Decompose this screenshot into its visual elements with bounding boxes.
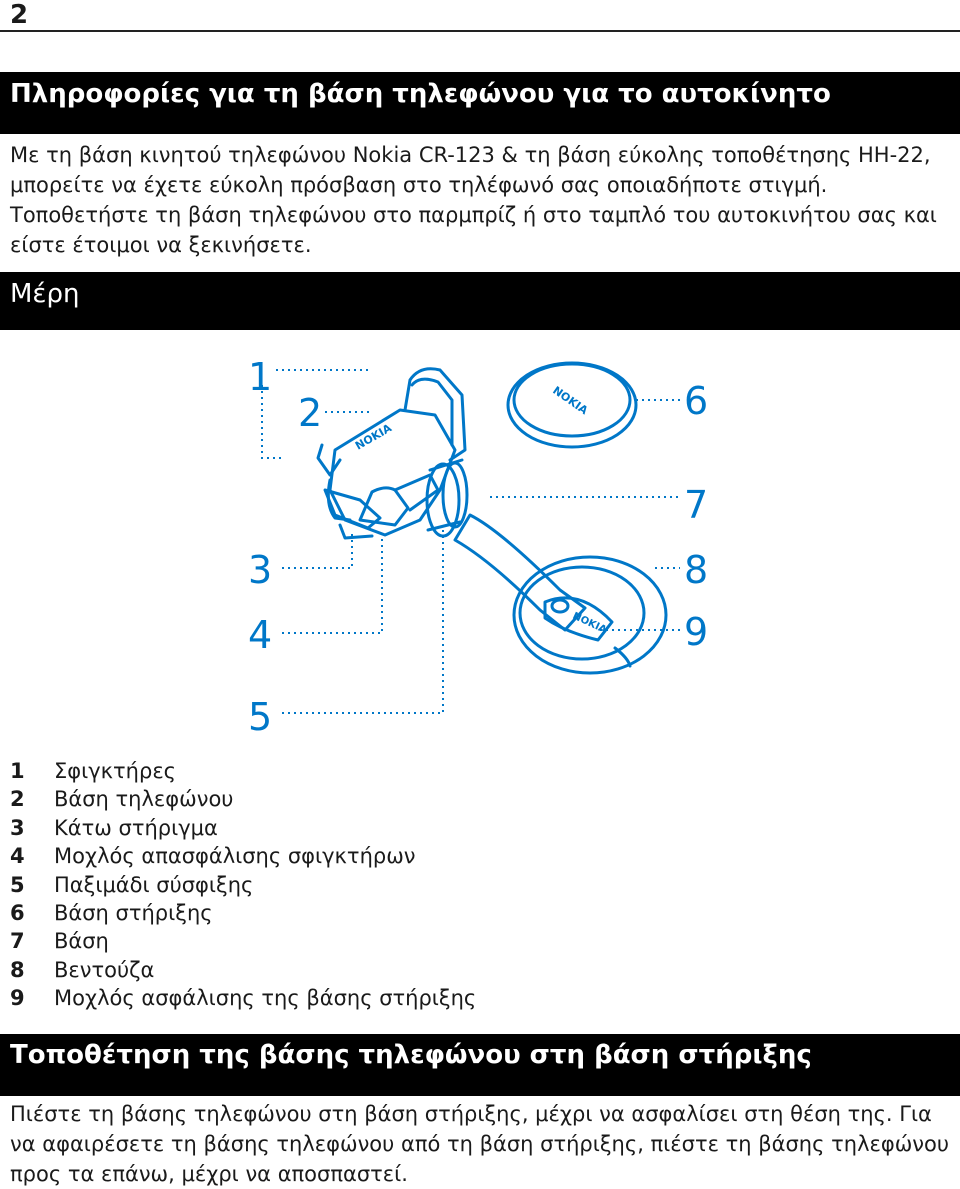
list-item: 7 Βάση [10,927,476,955]
section-title: Πληροφορίες για τη βάση τηλεφώνου για το… [10,79,831,109]
part-label: Μοχλός ασφάλισης της βάσης στήριξης [54,986,477,1011]
leader-line-5 [282,530,444,714]
parts-list: 1 Σφιγκτήρες 2 Βάση τηλεφώνου 3 Κάτω στήριγ… [10,757,476,1013]
list-item: 6 Βάση στήριξης [10,899,476,927]
part-label: Μοχλός απασφάλισης σφιγκτήρων [54,844,416,869]
attach-heading-bar: Τοποθέτηση της βάσης τηλεφώνου στη βάση … [0,1034,960,1096]
list-item: 3 Κάτω στήριγμα [10,814,476,842]
part-number: 6 [10,900,25,925]
part-label: Βάση στήριξης [54,900,213,925]
suction-cup-drawing [512,555,668,675]
page-number: 2 [10,0,29,30]
header-rule [0,30,960,32]
callout-6: 6 [684,379,708,423]
part-number: 7 [10,929,25,954]
phone-holder-drawing [316,367,467,540]
list-item: 5 Παξιμάδι σύσφιξης [10,871,476,899]
part-label: Βάση τηλεφώνου [54,787,234,812]
attach-paragraph: Πιέστε τη βάσης τηλεφώνου στη βάση στήρι… [10,1102,950,1186]
mounting-plate-drawing [506,361,638,449]
callout-1: 1 [248,355,272,399]
callout-7: 7 [684,483,708,527]
parts-heading-bar: Μέρη [0,272,960,330]
part-number: 5 [10,872,25,897]
part-label: Σφιγκτήρες [54,759,176,783]
leader-line-4 [282,532,383,634]
intro-paragraph: Με τη βάση κινητού τηλεφώνου Nokia CR-12… [10,143,937,257]
part-number: 2 [10,787,25,812]
list-item: 8 Βεντούζα [10,956,476,984]
list-item: 9 Μοχλός ασφάλισης της βάσης στήριξης [10,984,476,1012]
attach-heading: Τοποθέτηση της βάσης τηλεφώνου στη βάση … [10,1040,812,1070]
callout-2: 2 [298,391,322,435]
part-number: 9 [10,986,25,1011]
part-number: 3 [10,815,25,840]
list-item: 4 Μοχλός απασφάλισης σφιγκτήρων [10,842,476,870]
leader-line-1 [261,369,368,459]
part-label: Παξιμάδι σύσφιξης [54,872,254,897]
part-label: Κάτω στήριγμα [54,815,218,840]
part-number: 4 [10,844,25,869]
leader-line-3 [282,532,353,569]
car-holder-diagram: NOKIA NOKIA NOKIA 1 2 3 4 5 6 7 8 9 [248,355,708,739]
part-number: 8 [10,957,25,982]
callout-4: 4 [248,613,272,657]
list-item: 1 Σφιγκτήρες [10,757,476,785]
callout-8: 8 [684,548,708,592]
part-number: 1 [10,759,25,783]
list-item: 2 Βάση τηλεφώνου [10,785,476,813]
callout-9: 9 [684,610,708,654]
mounting-plate-brand: NOKIA [550,384,590,418]
callout-3: 3 [248,548,272,592]
section-title-bar: Πληροφορίες για τη βάση τηλεφώνου για το… [0,72,960,134]
part-label: Βεντούζα [54,957,155,982]
callout-5: 5 [248,695,272,739]
parts-heading: Μέρη [10,279,80,309]
part-label: Βάση [54,929,109,954]
